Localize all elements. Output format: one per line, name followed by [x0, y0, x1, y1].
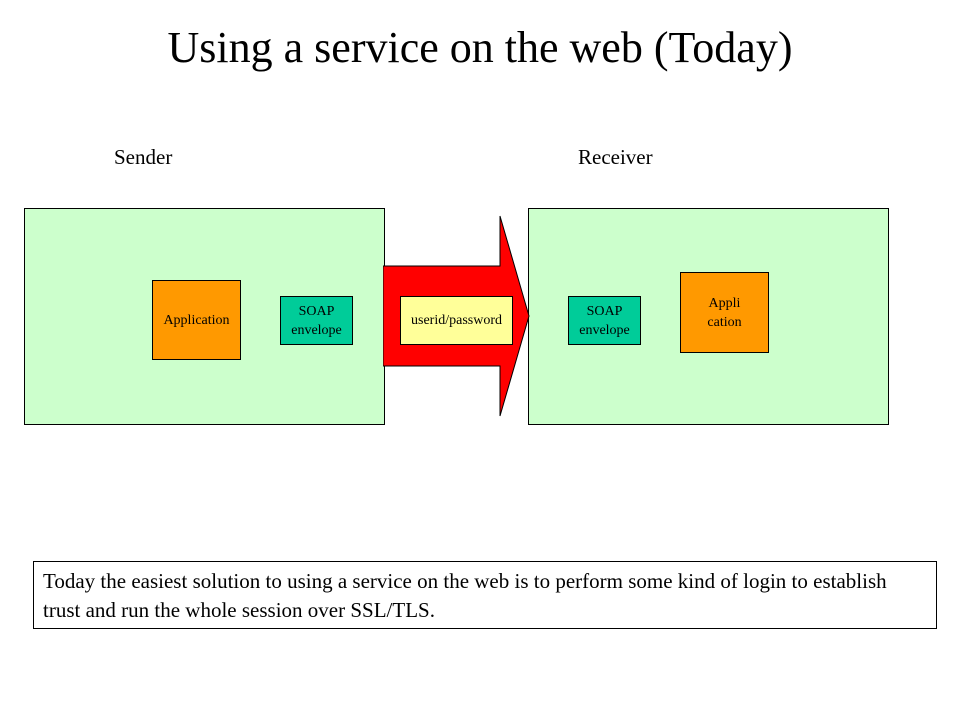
receiver-application-box: Appli cation [680, 272, 769, 353]
receiver-label: Receiver [578, 145, 653, 169]
sender-soap-envelope-box: SOAP envelope [280, 296, 353, 345]
receiver-soap-envelope-box: SOAP envelope [568, 296, 641, 345]
sender-application-box: Application [152, 280, 241, 360]
userid-password-box: userid/password [400, 296, 513, 345]
explanation-note: Today the easiest solution to using a se… [33, 561, 937, 629]
slide-title: Using a service on the web (Today) [167, 23, 793, 72]
sender-label: Sender [114, 145, 173, 169]
